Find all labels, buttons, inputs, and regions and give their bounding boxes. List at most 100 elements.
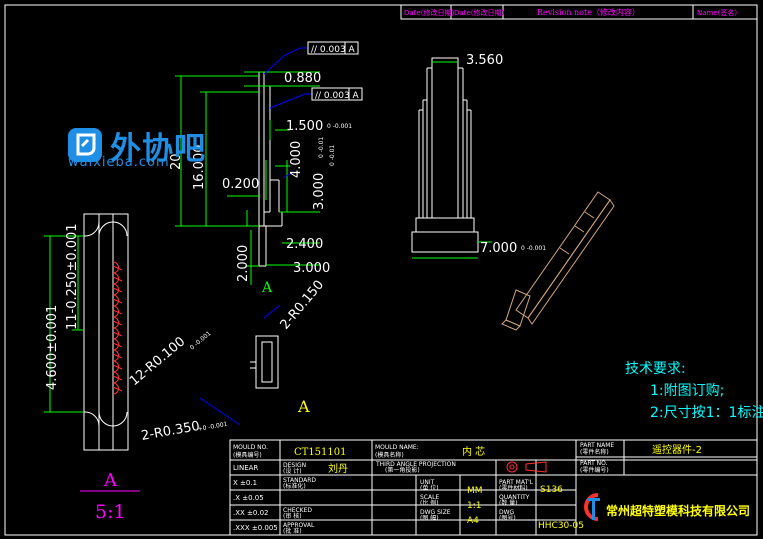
dim-12r: 12-R0.100 [127, 334, 188, 389]
company-logo [584, 493, 600, 521]
design-label-cn: (设 计) [283, 467, 302, 475]
title-block [229, 439, 758, 536]
dim-4000-tol: 0 -0.01 [318, 137, 325, 158]
front-view-part [411, 57, 479, 253]
dim-20: 20 [169, 153, 184, 170]
dimension-lines [175, 71, 320, 285]
detail-letter: A [103, 470, 118, 491]
flatness-leaders [199, 47, 312, 426]
projection-symbol-dot [509, 464, 515, 470]
flatness-text-1: // 0.003 A [311, 45, 356, 55]
detail-label: A 5:1 [80, 470, 140, 523]
mould-name-label-cn: (模具名称) [375, 451, 404, 459]
quantity-label: QUANTITY [499, 494, 530, 501]
detail-a-view [83, 213, 129, 451]
dim-4000: 4.000 [289, 141, 304, 178]
projection-label: THIRD ANGLE PROJECTION [375, 461, 456, 468]
dimension-texts: 0.880 1.500 0 -0.001 4.000 0 -0.01 3.000… [169, 71, 352, 296]
projection-symbol-cone [525, 461, 547, 473]
header-col-revision: Revision note（修改内容） [537, 7, 640, 17]
tol-1: X ±0.1 [233, 479, 257, 487]
standard-label: STANDARD [283, 477, 316, 484]
checked-label: CHECKED [283, 507, 312, 514]
dim-16000: 16.000 [192, 145, 207, 191]
header-col-date1: Date(修改日期) [404, 8, 454, 17]
mould-name-label: MOULD NAME: [375, 444, 419, 451]
notes-line-2: 2:尺寸按1：1标注; [650, 405, 763, 421]
hatch-line [112, 276, 123, 282]
revision-header: Date(修改日期) Date(修改日期) Revision note（修改内容… [400, 4, 758, 20]
front-view-dims [412, 61, 492, 259]
tol-2: .X ±0.05 [233, 494, 264, 502]
hatch-line [112, 265, 123, 271]
dim-4600: 4.600±0.001 [45, 305, 60, 390]
projection-symbol-circle [506, 461, 518, 473]
part-mat-label: PART MAT'L [499, 479, 534, 486]
tol-4: .XXX ±0.005 [233, 524, 278, 532]
tol-3: .XX ±0.02 [233, 509, 269, 517]
dim-3000b: 3.000 [293, 261, 330, 276]
dwg-label: DWG [499, 509, 515, 516]
flatness-frame-2: // 0.003 A [311, 87, 363, 101]
designer-name: 刘丹 [328, 463, 348, 475]
hatch-line [112, 331, 123, 337]
watermark: 外协吧 waixieba.com [68, 126, 208, 178]
dim-1500: 1.500 [286, 119, 323, 134]
part-name-label: PART NAME [580, 442, 614, 449]
mould-no-label: MOULD NO. [233, 444, 268, 451]
dim-0880: 0.880 [284, 71, 321, 86]
header-col-date2: Date(修改日期) [454, 8, 504, 17]
flatness-text-2: // 0.003 A [315, 91, 360, 101]
hatch-line [112, 309, 123, 315]
checked-label-cn: (审 核) [283, 512, 302, 520]
dim-0200: 0.200 [222, 177, 259, 192]
dim-7000: 7.000 [480, 241, 517, 256]
dim-3560: 3.560 [466, 53, 503, 68]
notes-title: 技术要求: [625, 361, 686, 377]
hatch-line [112, 364, 123, 370]
hatch-line [112, 386, 123, 392]
notes-line-1: 1:附图订购; [650, 383, 724, 399]
scale-value: 1:1 [467, 501, 481, 511]
unit-label-cn: (单 位) [420, 484, 439, 492]
design-label: DESIGN [283, 462, 306, 469]
dim-2r150: 2-R0.150 [278, 278, 328, 333]
detail-scale: 5:1 [95, 501, 126, 523]
part-mat-label-cn: (零件材料) [499, 484, 528, 492]
scale-label: SCALE [420, 494, 439, 501]
dim-11: 11-0.250±0.001 [65, 223, 80, 330]
mould-name-value: 内 芯 [462, 445, 485, 458]
dim-12r-tol: 0 -0.001 [189, 330, 213, 352]
part-name-value: 遥控器件-2 [652, 443, 702, 456]
hatch-line [112, 287, 123, 293]
dim-2r350-tol: +0 -0.001 [197, 421, 228, 433]
hatch-line [112, 342, 123, 348]
part-mat-value: S136 [540, 485, 563, 495]
quantity-label-cn: (数 量) [499, 499, 518, 507]
dim-2400: 2.400 [286, 237, 323, 252]
hatch-scallops [112, 261, 119, 395]
unit-value: MM [467, 486, 483, 496]
approval-label-cn: (批 准) [283, 527, 302, 535]
projection-label-cn: (第一角投影) [385, 466, 420, 474]
hatch-line [112, 353, 123, 359]
dim-2r350: 2-R0.350 [140, 419, 201, 444]
approval-label: APPROVAL [283, 522, 315, 529]
part-no-label: PART NO. [580, 460, 608, 467]
standard-label-cn: (标准化) [283, 482, 306, 490]
scale-label-cn: (比 例) [420, 499, 439, 507]
dwg-size-value: A4 [467, 516, 479, 526]
part-no-label-cn: (零件编号) [580, 466, 609, 474]
hatch-line [112, 298, 123, 304]
watermark-logo-icon [68, 128, 102, 162]
watermark-cn: 外协吧 [110, 131, 206, 167]
company-name: 常州超特塑模科技有限公司 [606, 503, 750, 518]
dwg-label-cn: (图号) [499, 515, 516, 522]
flatness-frame-1: // 0.003 A [307, 41, 359, 55]
dim-2000: 2.000 [236, 245, 251, 282]
dwg-size-label-cn: (图 幅) [420, 514, 439, 522]
dim-3000a-tol: 0 -0.01 [329, 145, 336, 166]
datum-a-label: A [261, 280, 273, 296]
header-col-name: Name(签名) [697, 8, 737, 17]
